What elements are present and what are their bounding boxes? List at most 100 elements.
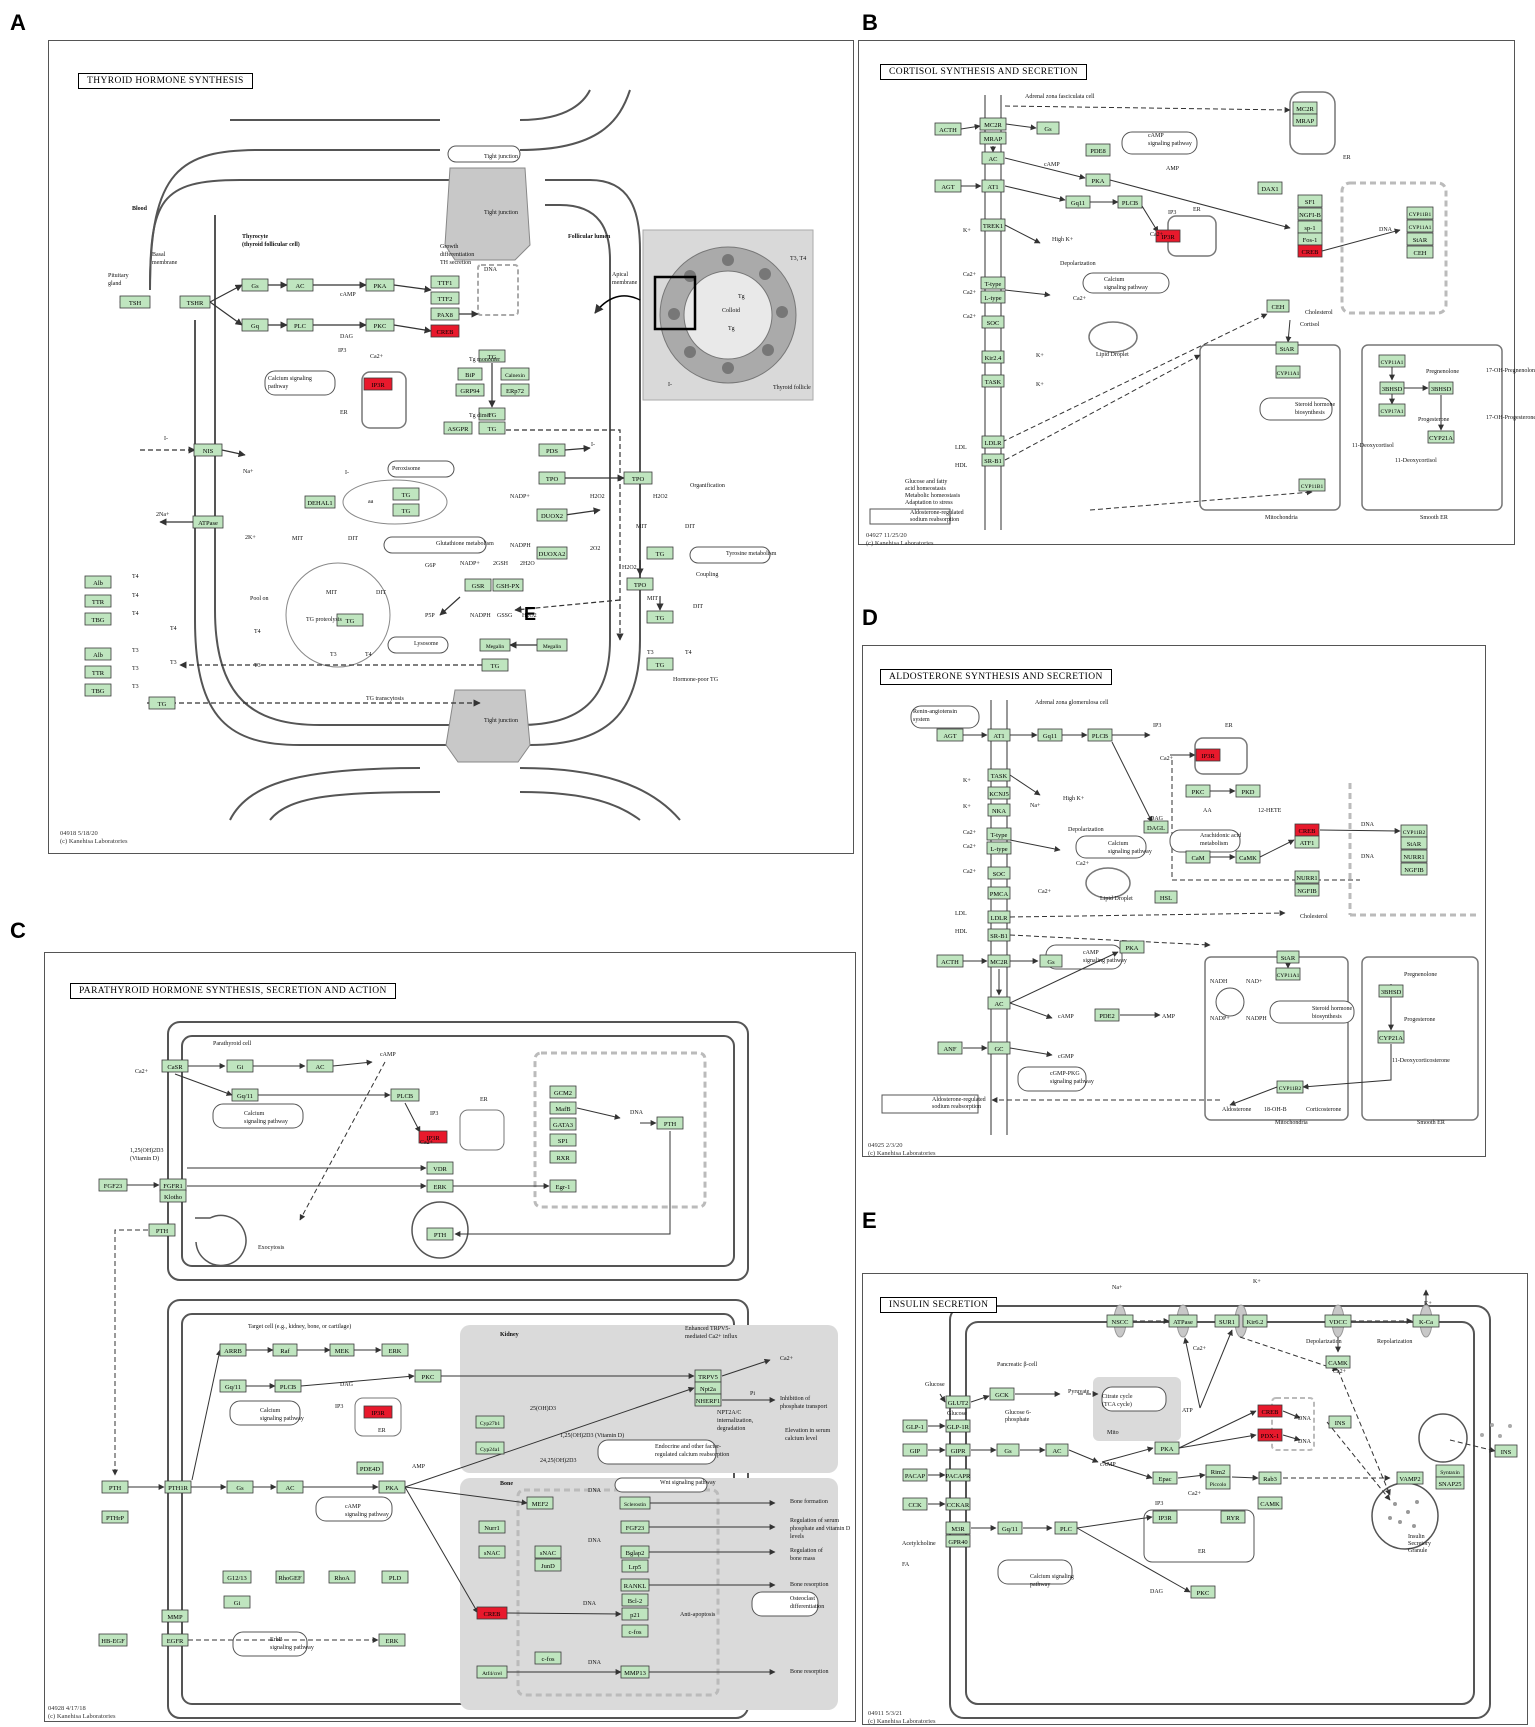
gene-node-box[interactable] [934,122,962,136]
gene-node-box[interactable] [621,1593,649,1607]
gene-node-box[interactable] [1400,836,1428,850]
gene-node-box[interactable] [219,1379,247,1393]
gene-node-box[interactable] [945,1534,971,1548]
gene-node-box[interactable] [1257,181,1283,195]
gene-node-box[interactable] [620,1545,650,1559]
gene-node-box[interactable] [981,151,1005,165]
gene-node-box[interactable] [1297,194,1323,208]
gene-node-box[interactable] [98,1633,128,1647]
gene-node-box[interactable] [646,546,674,560]
gene-node-box[interactable] [356,1461,384,1475]
gene-node-box[interactable] [945,1521,971,1535]
gene-node-box[interactable] [987,928,1011,942]
gene-node-box[interactable] [934,179,962,193]
gene-node-box[interactable] [241,318,269,332]
gene-node-box[interactable] [549,1150,577,1164]
gene-node-box[interactable] [980,276,1006,290]
gene-node-box[interactable] [987,803,1011,817]
gene-node-box[interactable] [378,1633,406,1647]
gene-node-box[interactable] [937,1041,963,1055]
gene-node-box[interactable] [274,1379,302,1393]
gene-node-box[interactable] [159,1189,187,1203]
gene-node-box[interactable] [536,638,568,652]
gene-node-box[interactable] [1037,728,1063,742]
gene-node-box[interactable] [1258,1471,1282,1485]
gene-node-box[interactable] [275,1570,305,1584]
gene-node-box[interactable] [306,1059,334,1073]
gene-node-box[interactable] [987,886,1011,900]
gene-node-box[interactable] [390,1088,420,1102]
gene-node-box[interactable] [902,1443,928,1457]
gene-node-box[interactable] [936,728,964,742]
gene-node-box[interactable] [476,1665,508,1679]
gene-node-box[interactable] [1168,1314,1198,1328]
gene-node-box[interactable] [223,1595,251,1609]
gene-node-box[interactable] [101,1510,129,1524]
gene-node-box[interactable] [987,996,1011,1010]
gene-node-box[interactable] [161,1633,189,1647]
gene-node-box[interactable] [1377,1030,1405,1044]
gene-node-box[interactable] [1292,113,1318,127]
gene-node-box[interactable] [365,318,395,332]
gene-node-box[interactable] [328,1570,356,1584]
gene-node-box[interactable] [276,1480,304,1494]
gene-node-box[interactable] [1235,784,1261,798]
gene-node-box[interactable] [945,1468,971,1482]
gene-node-box[interactable] [219,1343,247,1357]
gene-node-box[interactable] [1406,232,1434,246]
gene-node-box[interactable] [336,613,364,627]
gene-node-box[interactable] [1119,940,1145,954]
gene-node-box[interactable] [1155,229,1181,243]
gene-node-box[interactable] [478,407,506,421]
gene-node-box[interactable] [1378,984,1404,998]
gene-node-box[interactable] [475,1415,505,1429]
gene-node-box[interactable] [534,1545,562,1559]
gene-node-box[interactable] [1266,299,1290,313]
gene-node-box[interactable] [1276,950,1300,964]
gene-node-box[interactable] [1143,820,1169,834]
gene-node-box[interactable] [193,443,223,457]
gene-node-box[interactable] [989,1387,1015,1401]
gene-node-box[interactable] [646,657,674,671]
gene-node-box[interactable] [418,1130,448,1144]
gene-node-box[interactable] [987,1041,1011,1055]
gene-node-box[interactable] [161,1059,189,1073]
gene-node-box[interactable] [481,658,509,672]
gene-node-box[interactable] [981,374,1005,388]
gene-node-box[interactable] [549,1085,577,1099]
gene-node-box[interactable] [1396,1471,1424,1485]
gene-node-box[interactable] [981,453,1005,467]
gene-node-box[interactable] [1152,1510,1178,1524]
gene-node-box[interactable] [1406,245,1434,259]
gene-node-box[interactable] [538,471,566,485]
gene-node-box[interactable] [98,1178,128,1192]
gene-node-box[interactable] [430,324,460,338]
gene-node-box[interactable] [479,638,511,652]
gene-node-box[interactable] [987,768,1011,782]
gene-node-box[interactable] [656,1116,684,1130]
gene-node-box[interactable] [500,367,530,381]
gene-node-box[interactable] [945,1497,971,1511]
gene-node-box[interactable] [363,377,393,391]
gene-node-box[interactable] [694,1393,722,1407]
gene-node-box[interactable] [1117,195,1143,209]
gene-node-box[interactable] [1379,381,1405,395]
gene-node-box[interactable] [646,610,674,624]
gene-node-box[interactable] [1378,354,1406,368]
gene-node-box[interactable] [1400,849,1428,863]
gene-node-box[interactable] [1297,244,1323,258]
gene-node-box[interactable] [526,1496,554,1510]
gene-node-box[interactable] [286,318,314,332]
gene-node-box[interactable] [626,577,654,591]
gene-node-box[interactable] [1190,1585,1216,1599]
gene-node-box[interactable] [936,954,964,968]
gene-node-box[interactable] [365,278,395,292]
gene-node-box[interactable] [381,1343,409,1357]
gene-node-box[interactable] [119,295,151,309]
gene-node-box[interactable] [430,291,460,305]
gene-node-box[interactable] [1195,748,1221,762]
gene-node-box[interactable] [1294,870,1320,884]
gene-node-box[interactable] [430,307,460,321]
gene-node-box[interactable] [1275,341,1299,355]
gene-node-box[interactable] [272,1343,298,1357]
